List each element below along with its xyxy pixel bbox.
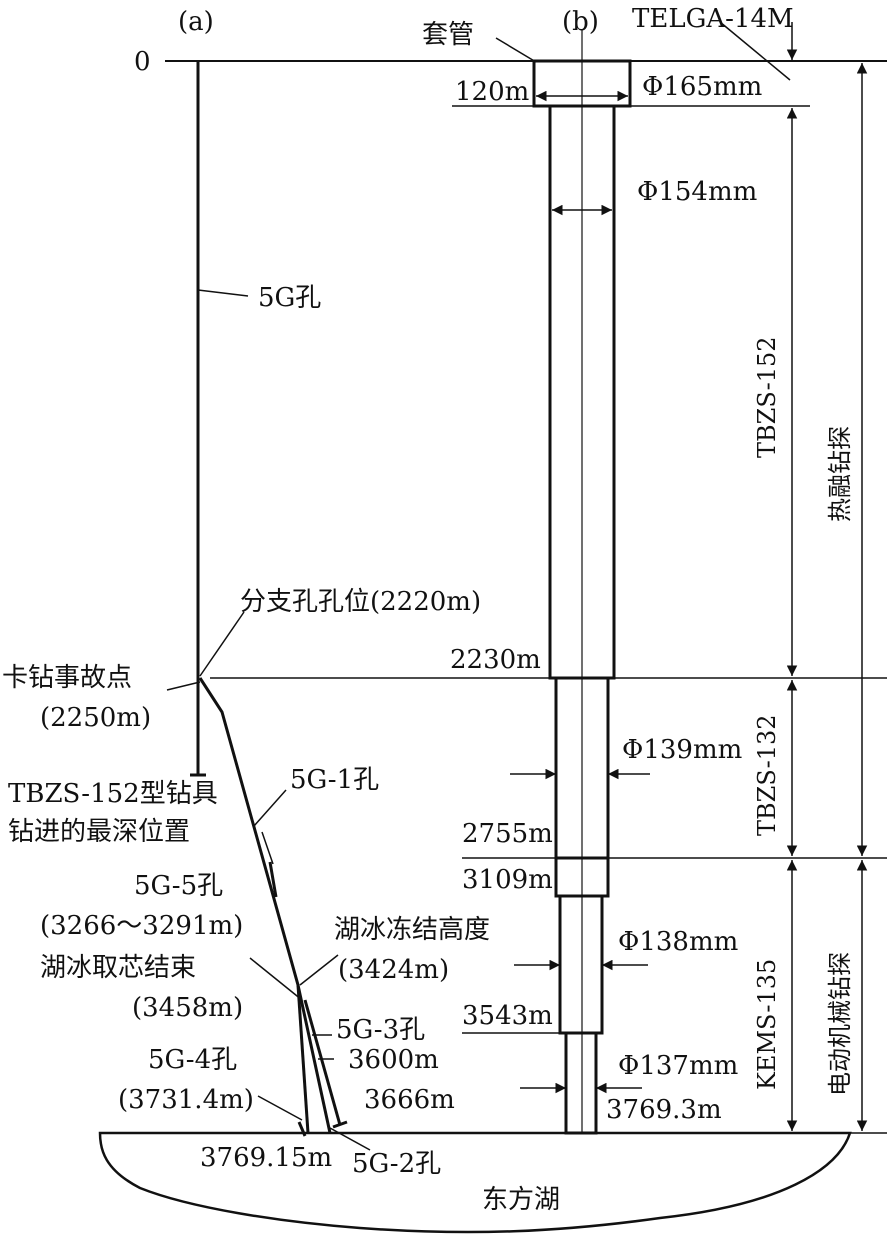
- diameter-138: Φ138mm: [618, 927, 738, 957]
- panel-a-label: (a): [178, 7, 214, 37]
- hole-5g5-range: (3266～3291m): [40, 911, 243, 941]
- hole-5g3-label: 5G-3孔: [336, 1015, 425, 1045]
- freeze-depth: (3424m): [338, 955, 449, 985]
- leader-5g5: [261, 831, 274, 865]
- depth-3600m: 3600m: [348, 1045, 439, 1075]
- depth-3109m: 3109m: [462, 865, 553, 895]
- hole-5g4-end-cap: [296, 828, 306, 836]
- zero-depth-label: 0: [134, 47, 151, 77]
- leader-freeze: [299, 954, 339, 986]
- hole-5g5-label: 5G-5孔: [134, 871, 223, 901]
- segment-tbzs152: TBZS-152: [753, 336, 781, 458]
- lake-label: 东方湖: [482, 1185, 560, 1215]
- leader-telga: [719, 21, 791, 81]
- telga-label: TELGA-14M: [632, 4, 794, 34]
- leader-casing: [495, 37, 537, 63]
- deepest-line2: 钻进的最深位置: [8, 817, 190, 847]
- depth-3666m: 3666m: [364, 1085, 455, 1115]
- leader-5g4: [257, 1095, 303, 1121]
- leader-5g: [197, 289, 249, 297]
- hole-5g1-label: 5G-1孔: [290, 765, 379, 795]
- diameter-137: Φ137mm: [618, 1051, 738, 1081]
- leader-5g1: [253, 789, 287, 827]
- method-mechanical: 电动机械钻探: [826, 952, 854, 1096]
- diameter-154: Φ154mm: [637, 177, 757, 207]
- casing-label: 套管: [422, 20, 474, 50]
- hole-5g4: [296, 984, 310, 1134]
- depth-3769-3m: 3769.3m: [606, 1095, 722, 1125]
- leader-stuck: [166, 681, 201, 691]
- hole-5g1: [198, 677, 332, 1134]
- hole-5g4-label: 5G-4孔: [148, 1045, 237, 1075]
- section-138: [558, 894, 604, 1035]
- method-thermal: 热融钻探: [826, 426, 854, 522]
- depth-3769-15m: 3769.15m: [200, 1143, 332, 1173]
- core-end-label: 湖冰取芯结束: [40, 953, 196, 983]
- hole-5g3: [303, 999, 342, 1126]
- segment-tbzs132: TBZS-132: [753, 714, 781, 836]
- segment-kems135: KEMS-135: [753, 959, 781, 1090]
- hole-5g3-end-cap: [332, 1120, 348, 1129]
- leader-branch: [199, 611, 245, 677]
- core-end-depth: (3458m): [132, 993, 243, 1023]
- branch-label: 分支孔孔位(2220m): [240, 587, 481, 617]
- depth-2230m: 2230m: [450, 645, 541, 675]
- diameter-139: Φ139mm: [622, 735, 742, 765]
- hole-5g-label: 5G孔: [258, 283, 321, 313]
- deepest-line1: TBZS-152型钻具: [8, 779, 218, 809]
- hole-5g5: [268, 861, 278, 898]
- stuck-depth-label: (2250m): [40, 703, 151, 733]
- leader-5g2: [329, 1127, 371, 1151]
- depth-2755m: 2755m: [462, 819, 553, 849]
- leader-core-end: [249, 957, 303, 1001]
- lake-outline: [98, 1131, 852, 1234]
- section-137: [564, 1031, 598, 1135]
- panel-b-label: (b): [562, 7, 599, 37]
- hole-5g4-depth: (3731.4m): [118, 1085, 254, 1115]
- stuck-label: 卡钻事故点: [2, 663, 132, 693]
- diameter-165: Φ165mm: [642, 72, 762, 102]
- hole-5g2-label: 5G-2孔: [352, 1149, 441, 1179]
- depth-120m: 120m: [455, 77, 529, 107]
- freeze-label: 湖冰冻结高度: [334, 915, 490, 945]
- depth-3543m: 3543m: [462, 1001, 553, 1031]
